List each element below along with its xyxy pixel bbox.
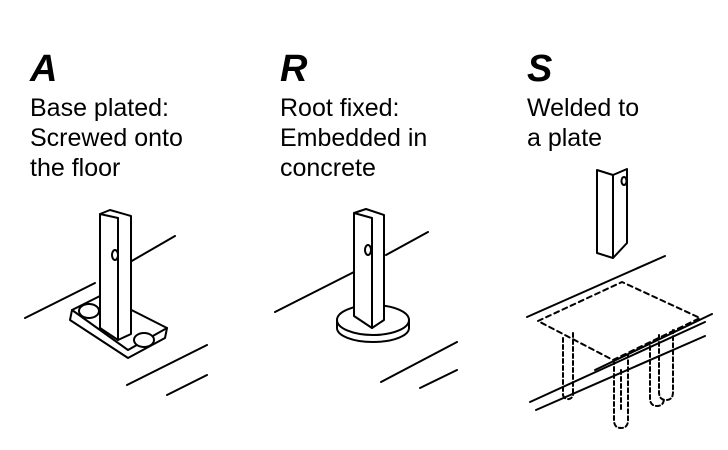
description-line: concrete (280, 154, 376, 182)
post-edge (99, 213, 119, 219)
floor-line (166, 374, 208, 396)
floor-line (24, 282, 96, 319)
hidden-anchor (613, 354, 629, 429)
description-line: Screwed onto (30, 124, 183, 152)
post-hole (111, 249, 119, 261)
panel-welded-to-plate: S Welded to a plate (527, 0, 728, 450)
hidden-anchor (658, 329, 674, 401)
post-side (353, 208, 385, 329)
screw-hole (78, 303, 100, 319)
panel-root-fixed: R Root fixed: Embedded in concrete (280, 0, 520, 450)
floor-line (385, 231, 429, 256)
panel-base-plated: A Base plated: Screwed onto the floor (30, 0, 270, 450)
description-line: Embedded in (280, 124, 428, 152)
post-side (99, 209, 132, 341)
description-line: Root fixed: (280, 94, 400, 122)
description-line: Base plated: (30, 94, 169, 122)
post-hole (620, 176, 628, 186)
floor-line (526, 255, 666, 318)
panel-letter: R (280, 48, 308, 90)
description-line: a plate (527, 124, 603, 152)
panel-description: Base plated: Screwed onto the floor (30, 93, 183, 183)
panel-letter: A (30, 48, 58, 90)
floor-line (419, 369, 458, 389)
description-line: the floor (30, 154, 121, 182)
panel-description: Welded to a plate (527, 93, 639, 153)
post-edge (353, 212, 373, 219)
root-fixed-post-drawing (274, 208, 458, 389)
floor-line (594, 313, 713, 371)
panel-letter: S (527, 48, 553, 90)
floor-line (126, 344, 208, 386)
description-line: Welded to (527, 94, 640, 122)
floor-line (380, 341, 458, 383)
floor-line (529, 321, 706, 403)
panel-description: Root fixed: Embedded in concrete (280, 93, 427, 183)
hidden-anchor (649, 345, 665, 407)
post-hole (364, 244, 372, 256)
welded-plate-drawing (526, 168, 713, 429)
floor-line (274, 271, 355, 313)
floor-line (129, 235, 176, 263)
base-plated-post-drawing (24, 209, 208, 396)
hidden-anchor (562, 332, 575, 401)
screw-hole (133, 332, 155, 348)
floor-line (535, 335, 706, 411)
